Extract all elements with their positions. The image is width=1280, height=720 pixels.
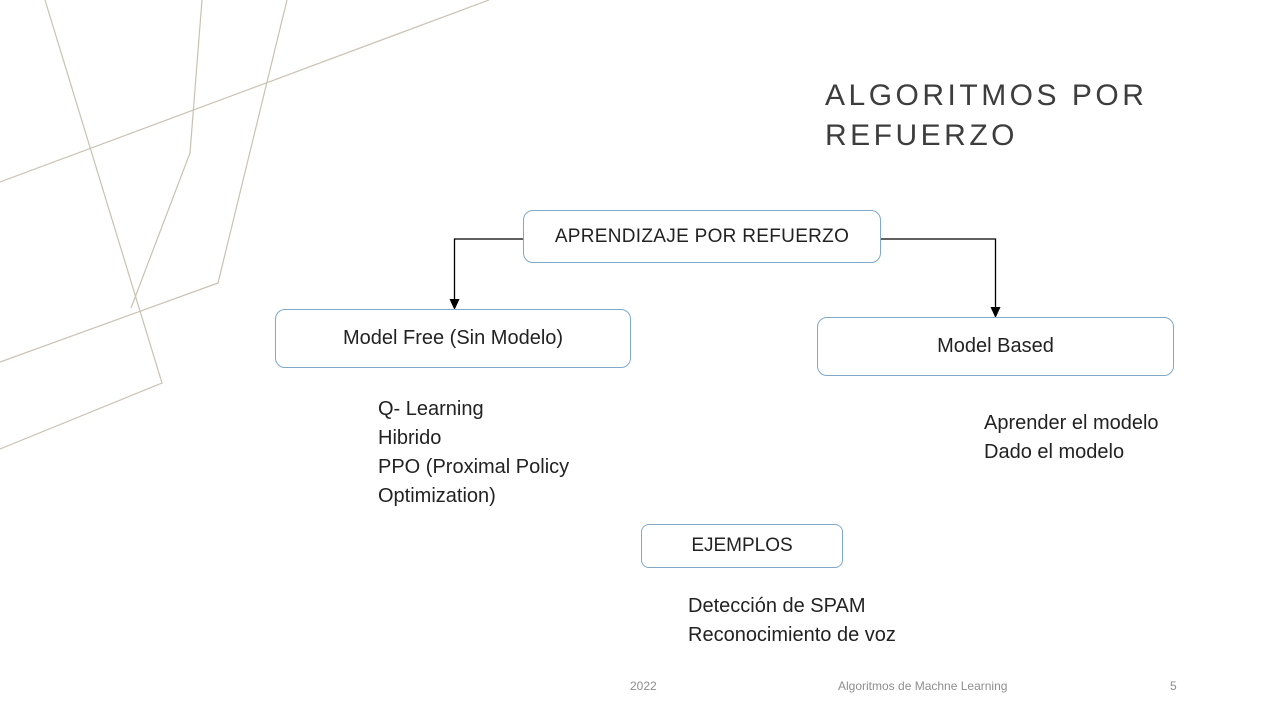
ejemplos-note-line: Detección de SPAM: [688, 595, 866, 617]
decor-line-bent: [130, 0, 203, 309]
model-free-note-line: Hibrido: [378, 427, 442, 449]
arrowhead-right-icon: [990, 307, 1001, 318]
model-free-notes: Q- Learning Hibrido PPO (Proximal Policy…: [378, 395, 569, 511]
ejemplos-notes: Detección de SPAM Reconocimiento de voz: [688, 592, 896, 650]
diagram-box-model-based-label: Model Based: [937, 335, 1054, 357]
decor-line-diagonal: [0, 0, 490, 183]
ejemplos-note-line: Reconocimiento de voz: [688, 624, 896, 646]
diagram-box-model-based: Model Based: [817, 317, 1174, 376]
slide-title-line-2: REFUERZO: [825, 119, 1018, 152]
model-based-note-line: Aprender el modelo: [984, 412, 1159, 434]
model-free-note-line: PPO (Proximal Policy: [378, 456, 570, 478]
arrowhead-left-icon: [449, 299, 460, 310]
slide-title: ALGORITMOS POR REFUERZO: [825, 76, 1147, 156]
model-based-notes: Aprender el modelo Dado el modelo: [984, 409, 1159, 467]
model-based-note-line: Dado el modelo: [984, 441, 1125, 463]
connector-right: [881, 238, 997, 308]
diagram-box-aprendizaje: APRENDIZAJE POR REFUERZO: [523, 210, 881, 263]
diagram-box-ejemplos-label: EJEMPLOS: [691, 535, 793, 556]
decor-line-peak: [0, 0, 288, 363]
diagram-box-aprendizaje-label: APRENDIZAJE POR REFUERZO: [554, 225, 850, 247]
footer-deck-title: Algoritmos de Machne Learning: [838, 679, 1008, 693]
model-free-note-line: Optimization): [378, 485, 496, 507]
decor-line-steep: [0, 0, 163, 450]
diagram-box-ejemplos: EJEMPLOS: [641, 524, 843, 568]
footer-page-number: 5: [1170, 679, 1177, 693]
diagram-box-model-free-label: Model Free (Sin Modelo): [342, 327, 564, 349]
model-free-note-line: Q- Learning: [378, 398, 484, 420]
footer-date: 2022: [630, 679, 657, 693]
diagram-box-model-free: Model Free (Sin Modelo): [275, 309, 631, 368]
connector-left: [453, 238, 523, 300]
slide-title-line-1: ALGORITMOS POR: [825, 79, 1148, 112]
